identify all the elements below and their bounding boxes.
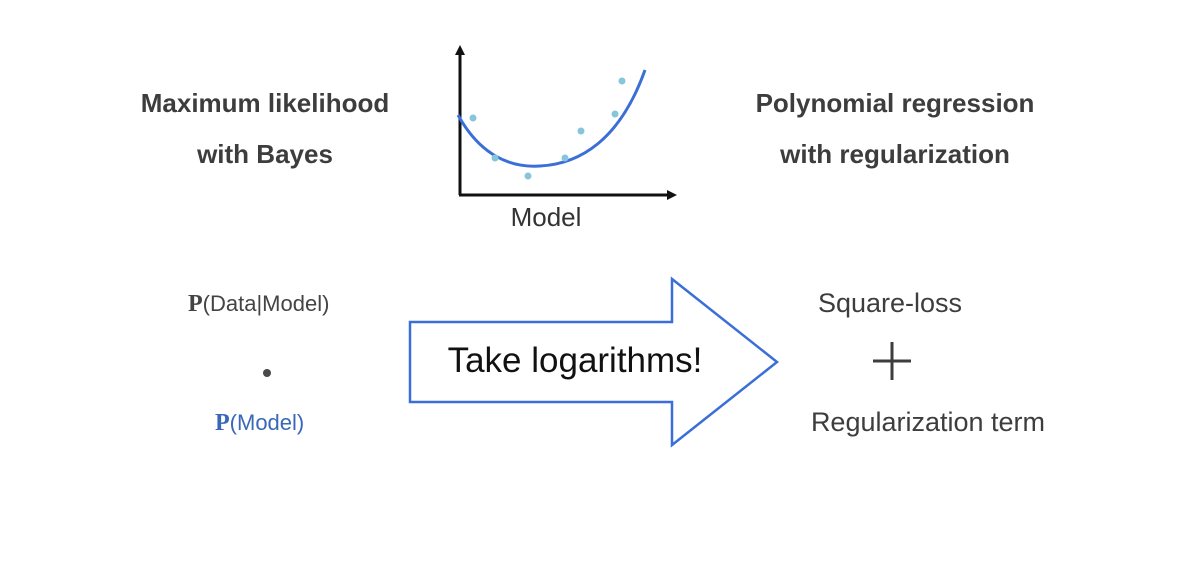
probability-symbol: P — [215, 410, 230, 436]
right-heading: Polynomial regression with regularizatio… — [720, 78, 1070, 180]
data-point — [491, 154, 499, 162]
fit-curve — [456, 69, 647, 168]
left-heading-line1: Maximum likelihood — [140, 88, 390, 118]
plot-x-label: Model — [510, 202, 582, 232]
likelihood-term: P(Data|Model) — [188, 291, 329, 318]
data-points — [469, 77, 626, 180]
data-given-model: (Data|Model) — [202, 291, 330, 316]
model-prior: (Model) — [229, 410, 305, 435]
regularization-term: Regularization term — [810, 407, 1046, 437]
data-point — [611, 110, 619, 118]
probability-symbol: P — [188, 291, 203, 317]
square-loss-term: Square-loss — [817, 288, 963, 318]
left-heading: Maximum likelihood with Bayes — [110, 78, 420, 180]
curve-fit-plot — [455, 45, 677, 200]
arrow-shape — [408, 276, 780, 448]
prior-term: P(Model) — [215, 410, 304, 437]
multiply-dot — [263, 369, 271, 377]
right-heading-line1: Polynomial regression — [755, 88, 1035, 118]
data-point — [577, 127, 585, 135]
plus-icon: + — [873, 342, 911, 380]
data-point — [618, 77, 626, 85]
right-heading-line2: with regularization — [780, 139, 1010, 169]
left-heading-line2: with Bayes — [197, 139, 333, 169]
data-point — [524, 172, 532, 180]
data-point — [469, 114, 477, 122]
data-point — [561, 154, 569, 162]
arrow-label: Take logarithms! — [447, 341, 703, 380]
